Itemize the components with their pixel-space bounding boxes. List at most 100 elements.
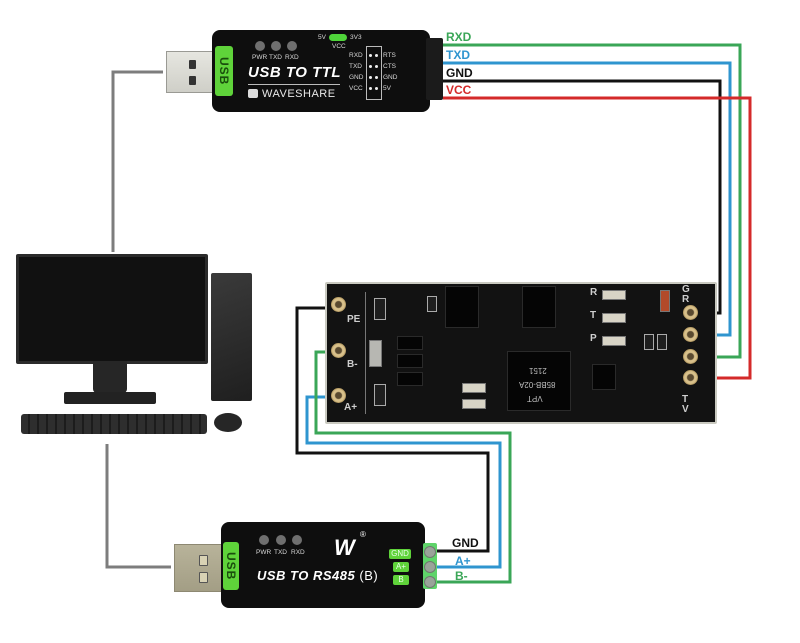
switch-label-vcc: VCC bbox=[332, 43, 346, 50]
led-label-txd: TXD bbox=[274, 549, 287, 556]
led-label-pwr: PWR bbox=[256, 549, 272, 556]
header-left-rxd: RXD bbox=[349, 52, 363, 59]
terminal-label-b: B bbox=[393, 575, 409, 585]
monitor-stand bbox=[93, 361, 127, 393]
diode-1 bbox=[397, 336, 423, 350]
wire-b-minus bbox=[314, 350, 512, 584]
switch-label-3v3: 3V3 bbox=[350, 34, 362, 41]
chip-marking-3: 2151 bbox=[529, 366, 547, 375]
resistor bbox=[374, 384, 386, 406]
header-right-cts: CTS bbox=[383, 63, 396, 70]
led-rxd bbox=[292, 535, 302, 545]
pad-b-minus[interactable] bbox=[331, 343, 346, 358]
led-label-pwr: PWR bbox=[252, 54, 268, 61]
pin-label-pe: PE bbox=[347, 314, 361, 325]
monitor bbox=[16, 254, 208, 364]
ic-top-2 bbox=[522, 286, 556, 328]
usb-tab-ttl: USB bbox=[215, 46, 233, 96]
pin-label-a-plus: A+ bbox=[344, 402, 358, 413]
label-vcc: VCC bbox=[446, 83, 472, 97]
header-left-gnd: GND bbox=[349, 74, 364, 81]
pad-rxd[interactable] bbox=[683, 327, 698, 342]
inductor-1 bbox=[462, 383, 486, 393]
keyboard bbox=[21, 414, 207, 434]
header-right-gnd: GND bbox=[383, 74, 398, 81]
mouse bbox=[214, 413, 242, 432]
chip-marking-1: VPT bbox=[527, 394, 543, 403]
usb-to-ttl-adapter: USB PWR TXD RXD USB TO TTL WAVESHARE 5V … bbox=[212, 30, 430, 112]
terminal-label-a-plus: A+ bbox=[393, 562, 409, 572]
screw-gnd[interactable] bbox=[424, 546, 436, 558]
label-a-plus: A+ bbox=[455, 554, 471, 568]
rs485-variant: (B) bbox=[359, 568, 379, 583]
pin-label-b-minus: B- bbox=[347, 359, 358, 370]
wire-rxd bbox=[443, 43, 742, 359]
resistor bbox=[374, 298, 386, 320]
pin bbox=[369, 65, 372, 68]
pin bbox=[369, 54, 372, 57]
switch-label-5v: 5V bbox=[318, 34, 326, 41]
title-underline bbox=[248, 84, 340, 85]
led-txd bbox=[271, 41, 281, 51]
pin bbox=[375, 65, 378, 68]
label-b-minus: B- bbox=[455, 569, 468, 583]
wire-gnd-ttl bbox=[443, 79, 722, 315]
label-txd: TXD bbox=[446, 48, 470, 62]
waveshare-logo-icon: W bbox=[334, 535, 355, 560]
led-label-t: T bbox=[590, 310, 597, 321]
rs485-to-ttl-module: PE B- A+ VPT 85BB-02A 2151 R T P G R T V bbox=[325, 282, 717, 424]
rs485-title: USB TO RS485 (B) bbox=[257, 568, 378, 583]
led-txd bbox=[276, 535, 286, 545]
resistor bbox=[644, 334, 654, 350]
screw-a-plus[interactable] bbox=[424, 561, 436, 573]
screw-b[interactable] bbox=[424, 576, 436, 588]
inductor-2 bbox=[462, 399, 486, 409]
pin bbox=[369, 87, 372, 90]
ic-small bbox=[592, 364, 616, 390]
pin-label-g: G bbox=[682, 284, 690, 295]
header-right-5v: 5V bbox=[383, 85, 391, 92]
led-pwr bbox=[259, 535, 269, 545]
voltage-switch[interactable] bbox=[329, 34, 347, 41]
usb-cable-ttl bbox=[111, 70, 163, 252]
ic-top-1 bbox=[445, 286, 479, 328]
pad-txd[interactable] bbox=[683, 349, 698, 364]
usb-tab-rs485: USB bbox=[223, 542, 239, 590]
chip-marking-2: 85BB-02A bbox=[519, 380, 556, 389]
led-p bbox=[602, 336, 626, 346]
label-rxd: RXD bbox=[446, 30, 472, 44]
pin-label-v: V bbox=[682, 404, 689, 415]
header-left-vcc: VCC bbox=[349, 85, 363, 92]
wire-a-plus bbox=[305, 395, 502, 569]
registered-mark: ® bbox=[360, 530, 366, 539]
pin bbox=[375, 76, 378, 79]
led-label-p: P bbox=[590, 333, 597, 344]
label-gnd-485: GND bbox=[452, 536, 479, 550]
led-pwr bbox=[255, 41, 265, 51]
pin-label-t: T bbox=[682, 394, 689, 405]
resistor bbox=[657, 334, 667, 350]
label-gnd-ttl: GND bbox=[446, 66, 473, 80]
pad-vcc[interactable] bbox=[683, 370, 698, 385]
pin bbox=[369, 76, 372, 79]
terminal-label-gnd: GND bbox=[389, 549, 411, 559]
header-left-txd: TXD bbox=[349, 63, 362, 70]
wire-vcc bbox=[443, 96, 752, 380]
screw-terminal-block bbox=[423, 543, 437, 589]
usb-to-rs485-adapter: USB PWR TXD RXD W ® USB TO RS485 (B) GND… bbox=[221, 522, 425, 608]
diode-3 bbox=[397, 372, 423, 386]
led-r bbox=[602, 290, 626, 300]
pad-gnd[interactable] bbox=[683, 305, 698, 320]
tvs-component bbox=[369, 340, 382, 367]
isolated-dc-dc-module bbox=[507, 351, 571, 411]
pad-a-plus[interactable] bbox=[331, 388, 346, 403]
ttl-dupont-connector bbox=[426, 38, 443, 100]
pin-label-r: R bbox=[682, 294, 690, 305]
pc-tower bbox=[211, 273, 252, 401]
pin bbox=[375, 54, 378, 57]
pad-pe[interactable] bbox=[331, 297, 346, 312]
led-label-rxd: RXD bbox=[285, 54, 299, 61]
fuse bbox=[660, 290, 670, 312]
monitor-base bbox=[64, 392, 156, 404]
